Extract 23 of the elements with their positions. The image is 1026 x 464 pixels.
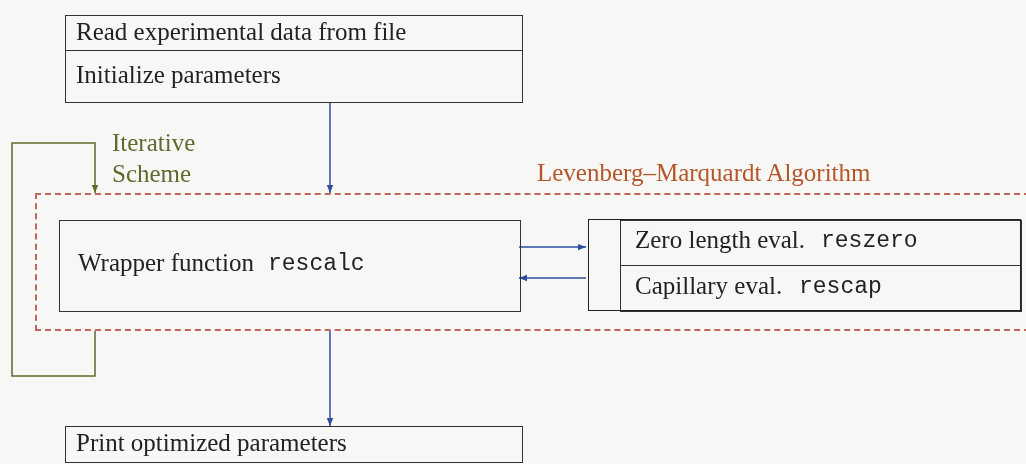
module-box xyxy=(588,219,1021,311)
process-box xyxy=(620,265,1022,312)
arrow xyxy=(11,142,99,377)
process-box xyxy=(65,426,523,463)
step-text: Initialize parameters xyxy=(76,61,281,89)
process-box xyxy=(620,220,1022,266)
step-text: Wrapper function xyxy=(78,249,254,277)
process-box xyxy=(59,220,521,312)
process-box xyxy=(65,50,523,103)
arrow xyxy=(518,243,587,251)
function-name: rescap xyxy=(799,274,882,300)
region-title: Levenberg–Marquardt Algorithm xyxy=(537,159,871,187)
arrow xyxy=(326,102,334,194)
process-box xyxy=(65,15,523,51)
step-text: Zero length eval. xyxy=(635,226,806,254)
function-name: reszero xyxy=(821,228,918,254)
step-text: Read experimental data from file xyxy=(76,18,407,46)
step-text: Capillary eval. xyxy=(635,272,783,300)
arrow xyxy=(518,274,587,282)
step-text: Print optimized parameters xyxy=(76,429,347,457)
function-name: rescalc xyxy=(268,251,365,277)
edge-label: Iterative Scheme xyxy=(112,128,197,189)
arrow xyxy=(326,330,334,427)
